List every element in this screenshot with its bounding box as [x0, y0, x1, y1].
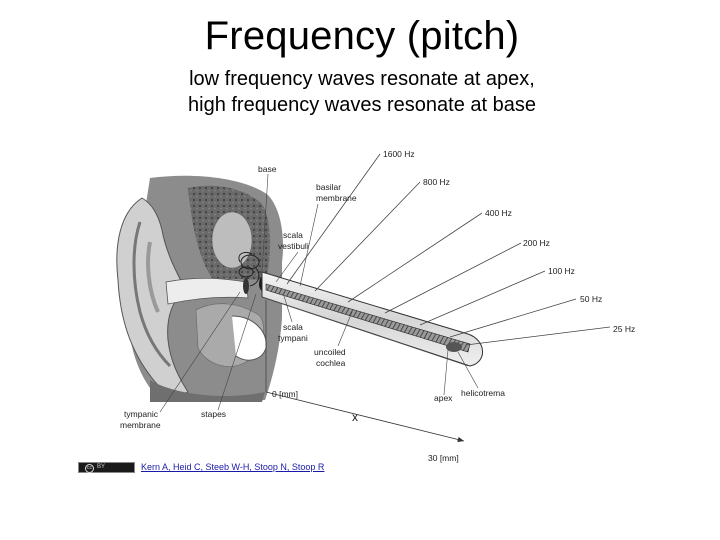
label-tympanic-membrane: membrane: [120, 420, 161, 430]
label-scala-tympani-2: tympani: [278, 333, 308, 343]
freq-label-200: 200 Hz: [523, 238, 550, 248]
label-basilar: basilar: [316, 182, 341, 192]
freq-label-1600: 1600 Hz: [383, 149, 415, 159]
helicotrema-shape: [446, 342, 462, 352]
cc-license-badge[interactable]: cc BY: [78, 462, 135, 473]
label-scala-tympani-1: scala: [283, 322, 303, 332]
ear-anatomy: [116, 175, 284, 402]
credit-link[interactable]: Kern A, Heid C, Steeb W-H, Stoop N, Stoo…: [141, 462, 325, 472]
freq-label-100: 100 Hz: [548, 266, 575, 276]
label-uncoiled: uncoiled: [314, 347, 346, 357]
frequency-lines: [286, 153, 611, 346]
label-scala-vestibuli-1: scala: [283, 230, 303, 240]
label-membrane: membrane: [316, 193, 357, 203]
slide-subtitle: low frequency waves resonate at apex, hi…: [0, 66, 720, 118]
freq-label-800: 800 Hz: [423, 177, 450, 187]
label-tympanic: tympanic: [124, 409, 159, 419]
basilar-membrane-strip: [265, 283, 471, 353]
freq-label-25: 25 Hz: [613, 324, 635, 334]
label-apex: apex: [434, 393, 453, 403]
tympanic-membrane-shape: [243, 278, 249, 294]
label-x-axis: x: [352, 410, 358, 424]
label-base: base: [258, 164, 277, 174]
label-cochlea: cochlea: [316, 358, 346, 368]
freq-label-400: 400 Hz: [485, 208, 512, 218]
ossicles: [238, 251, 260, 287]
slide-title: Frequency (pitch): [204, 14, 520, 58]
label-0mm: 0 [mm]: [272, 389, 298, 399]
subtitle-line-2: high frequency waves resonate at base: [188, 94, 536, 116]
subtitle-line-1: low frequency waves resonate at apex,: [189, 68, 535, 90]
freq-label-50: 50 Hz: [580, 294, 602, 304]
label-30mm: 30 [mm]: [428, 453, 459, 463]
leader-lines: [159, 173, 479, 413]
label-stapes: stapes: [201, 409, 226, 419]
cc-icon: cc: [85, 464, 94, 473]
label-scala-vestibuli-2: vestibuli: [278, 241, 309, 251]
label-helicotrema: helicotrema: [461, 388, 505, 398]
cc-badge-text: BY: [97, 464, 106, 470]
position-axis: [265, 300, 465, 443]
uncoiled-cochlea: [261, 271, 483, 367]
